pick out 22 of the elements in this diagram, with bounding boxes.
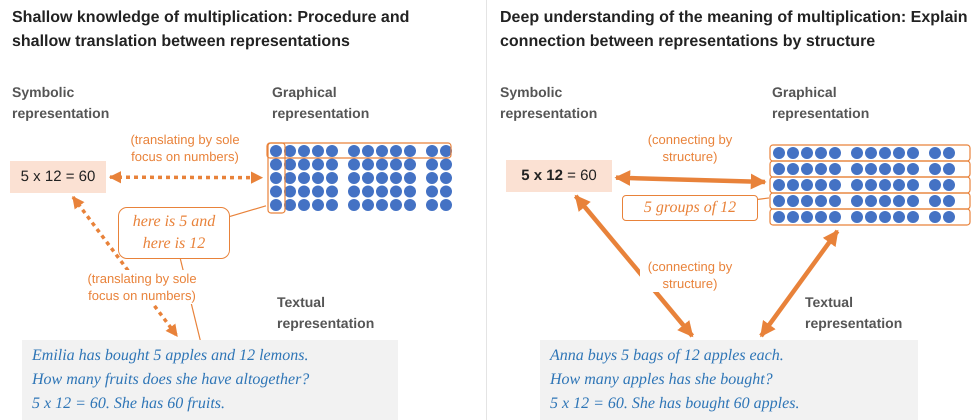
dot-array-drawing <box>266 141 454 215</box>
panel-title: Deep understanding of the meaning of multiplication: Explain connection between representations by structure <box>500 8 969 52</box>
equation-box: 5 x 12 = 60 <box>10 161 106 193</box>
leader-line <box>758 197 770 200</box>
leader-line <box>230 205 266 218</box>
double-arrow <box>574 194 694 338</box>
representation-heading: Symbolic representation <box>500 83 598 123</box>
double-arrow <box>108 171 264 184</box>
dot-array-drawing <box>769 143 973 227</box>
representation-heading: Graphical representation <box>772 83 870 123</box>
word-problem-panel: Emilia has bought 5 apples and 12 lemons. How many fruits does she have altogether? 5 x 12 = 60. She has 60 fruits. <box>22 340 398 420</box>
double-arrow <box>614 170 767 190</box>
representation-heading: Symbolic representation <box>12 83 110 123</box>
double-arrow <box>759 230 840 338</box>
representation-heading: Graphical representation <box>272 83 370 123</box>
word-problem-panel: Anna buys 5 bags of 12 apples each. How many apples has she bought? 5 x 12 = 60. She has bought 60 apples. <box>540 340 918 420</box>
speech-bubble: here is 5 and here is 12 <box>118 207 230 259</box>
representation-heading: Textual representation <box>277 293 376 333</box>
equation-box: 5 x 12 = 60 <box>506 160 612 192</box>
panel-title: Shallow knowledge of multiplication: Procedure and shallow translation between representations <box>12 8 410 52</box>
note-box: 5 groups of 12 <box>622 195 758 221</box>
representation-heading: Textual representation <box>805 293 904 333</box>
